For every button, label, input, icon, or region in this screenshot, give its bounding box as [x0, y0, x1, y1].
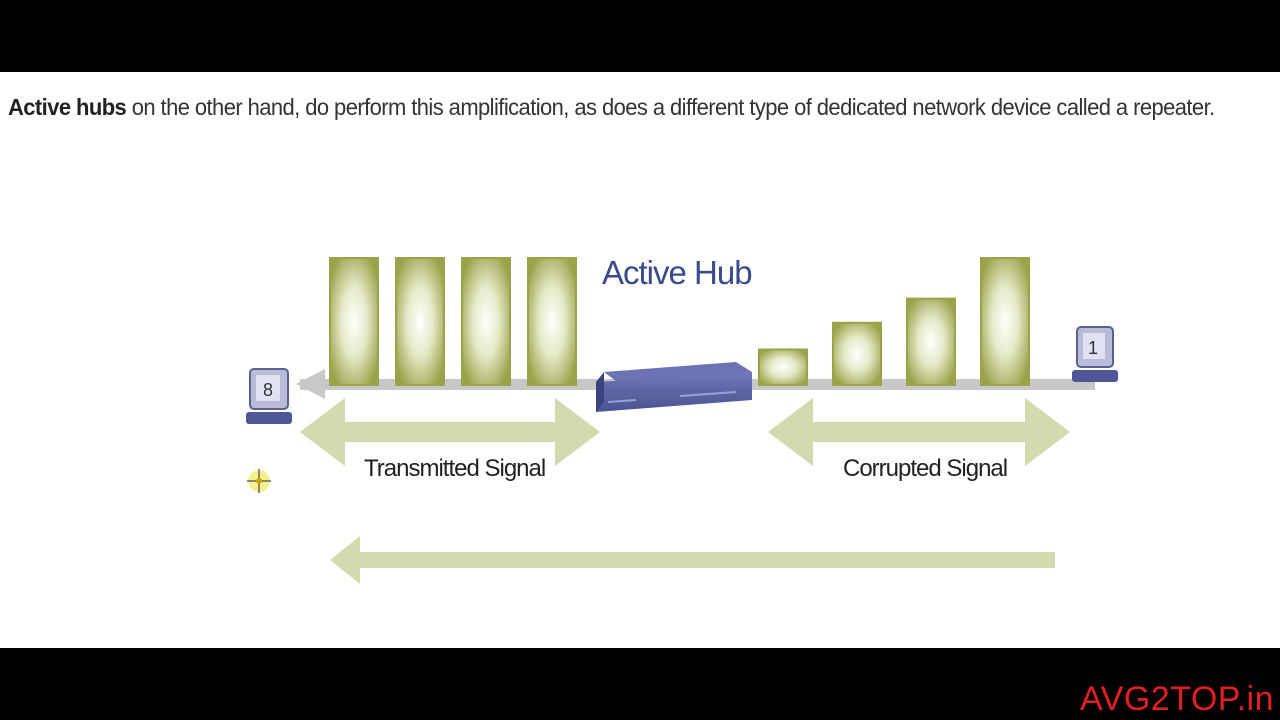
caption-bold: Active hubs — [8, 94, 127, 120]
corrupted-signal-blocks — [758, 257, 1030, 387]
transmitted-signal-blocks — [329, 257, 577, 386]
transmitted-signal-block-2 — [395, 257, 445, 386]
cursor-marker-icon — [247, 469, 271, 493]
right-computer-icon: 1 — [1072, 326, 1118, 382]
active-hub-diagram: 8 1 — [246, 257, 1118, 584]
corrupted-signal-block-2 — [832, 321, 882, 387]
corrupted-signal-block-3 — [906, 297, 956, 386]
slide-content: Active hubs on the other hand, do perfor… — [0, 72, 1280, 648]
caption-text: on the other hand, do perform this ampli… — [126, 94, 1215, 120]
transmitted-signal-block-3 — [461, 257, 511, 386]
corrupted-signal-block-4 — [980, 257, 1030, 386]
corrupted-signal-arrow — [768, 398, 1070, 466]
corrupted-signal-block-1 — [758, 348, 808, 387]
svg-text:1: 1 — [1088, 338, 1098, 358]
slide-caption: Active hubs on the other hand, do perfor… — [8, 94, 1221, 121]
active-hub-label: Active Hub — [602, 254, 753, 291]
transmitted-signal-label: Transmitted Signal — [364, 455, 546, 482]
active-hub-device — [596, 362, 752, 412]
watermark-label: AVG2TOP.in — [1080, 680, 1274, 718]
return-direction-arrow — [330, 536, 1055, 584]
left-computer-icon: 8 — [246, 368, 292, 424]
corrupted-signal-label: Corrupted Signal — [843, 455, 1008, 482]
wire-arrowhead — [296, 369, 325, 399]
svg-text:8: 8 — [263, 380, 273, 400]
transmitted-signal-arrow — [300, 398, 600, 466]
transmitted-signal-block-4 — [527, 257, 577, 386]
transmitted-signal-block-1 — [329, 257, 379, 386]
